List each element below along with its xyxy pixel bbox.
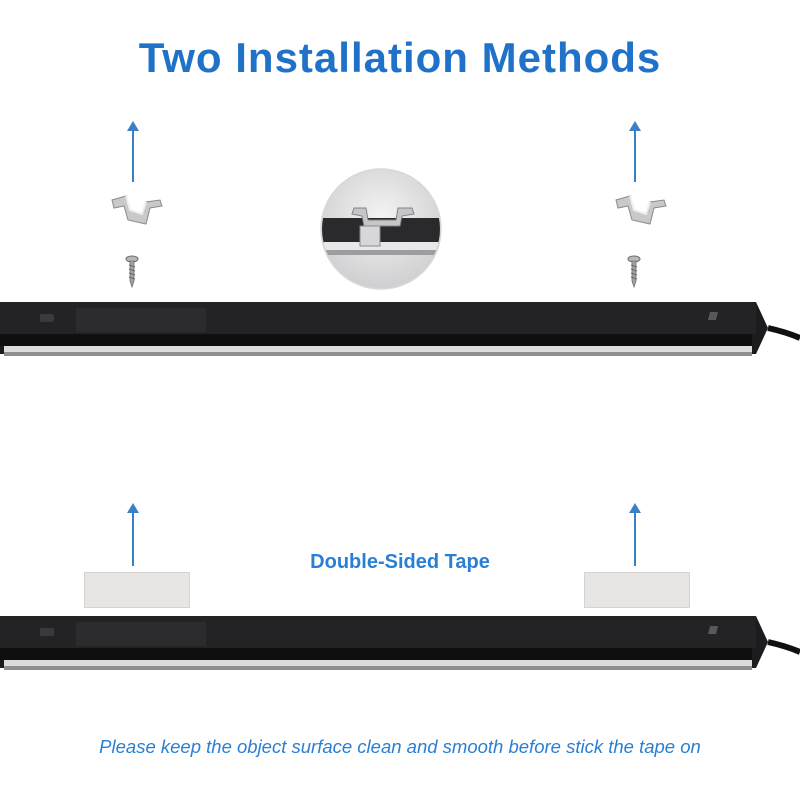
tape-strip-icon (584, 572, 690, 608)
up-arrow-icon (127, 503, 139, 566)
mounting-clip-icon (111, 195, 163, 225)
up-arrow-icon (629, 503, 641, 566)
tape-strip-icon (84, 572, 190, 608)
tape-label: Double-Sided Tape (310, 551, 490, 573)
up-arrow-icon (127, 121, 139, 182)
screw-icon (125, 255, 139, 289)
led-bar (0, 616, 800, 670)
led-bar (0, 302, 800, 356)
screw-icon (627, 255, 641, 289)
up-arrow-icon (629, 121, 641, 182)
instruction-note: Please keep the object surface clean and… (99, 736, 701, 757)
page-title: Two Installation Methods (138, 34, 662, 81)
clip-detail-zoom (320, 168, 442, 290)
mounting-clip-icon (615, 195, 667, 225)
